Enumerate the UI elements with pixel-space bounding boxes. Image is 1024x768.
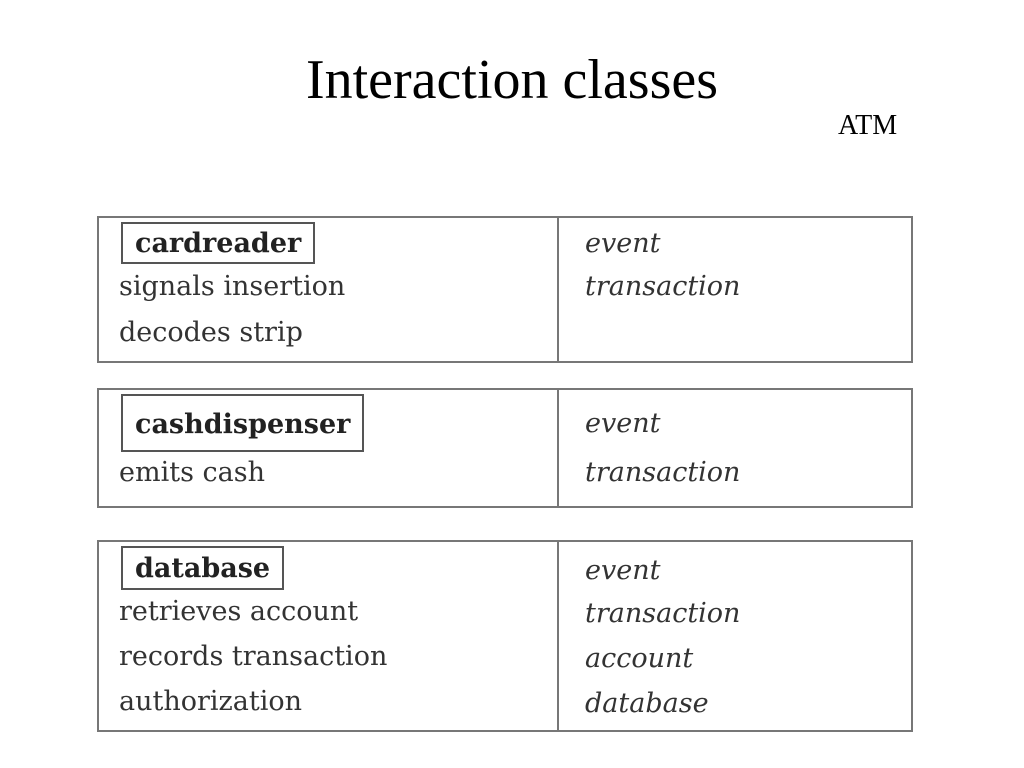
class-name: database — [121, 546, 285, 590]
collaborator: transaction — [585, 598, 741, 629]
crc-card-cashdispenser: cashdispenser emits cash event transacti… — [97, 388, 913, 508]
card-divider — [557, 390, 559, 506]
slide-subtitle: ATM — [838, 110, 898, 141]
collaborator: database — [585, 688, 709, 719]
class-name: cardreader — [121, 222, 316, 264]
slide-title: Interaction classes — [305, 49, 719, 111]
card-divider — [557, 542, 559, 730]
responsibilities-column: cashdispenser emits cash — [119, 394, 365, 494]
responsibility: decodes strip — [119, 317, 303, 348]
crc-card-database: database retrieves account records trans… — [97, 540, 913, 732]
collaborator: transaction — [585, 457, 741, 488]
responsibility: signals insertion — [119, 271, 346, 302]
responsibility: authorization — [119, 686, 302, 717]
responsibilities-column: cardreader signals insertion decodes str… — [119, 222, 345, 356]
class-name: cashdispenser — [121, 394, 365, 452]
card-divider — [557, 218, 559, 361]
collaborators-column: event transaction — [585, 224, 740, 310]
collaborators-column: event transaction account database — [585, 550, 740, 726]
crc-card-cardreader: cardreader signals insertion decodes str… — [97, 216, 913, 363]
collaborator: account — [585, 643, 694, 674]
collaborator: event — [585, 228, 661, 259]
responsibility: records transaction — [119, 641, 388, 672]
collaborators-column: event transaction — [585, 402, 740, 500]
responsibility: emits cash — [119, 457, 265, 488]
collaborator: transaction — [585, 271, 741, 302]
collaborator: event — [585, 408, 661, 439]
responsibility: retrieves account — [119, 596, 359, 627]
responsibilities-column: database retrieves account records trans… — [119, 546, 387, 724]
collaborator: event — [585, 555, 661, 586]
